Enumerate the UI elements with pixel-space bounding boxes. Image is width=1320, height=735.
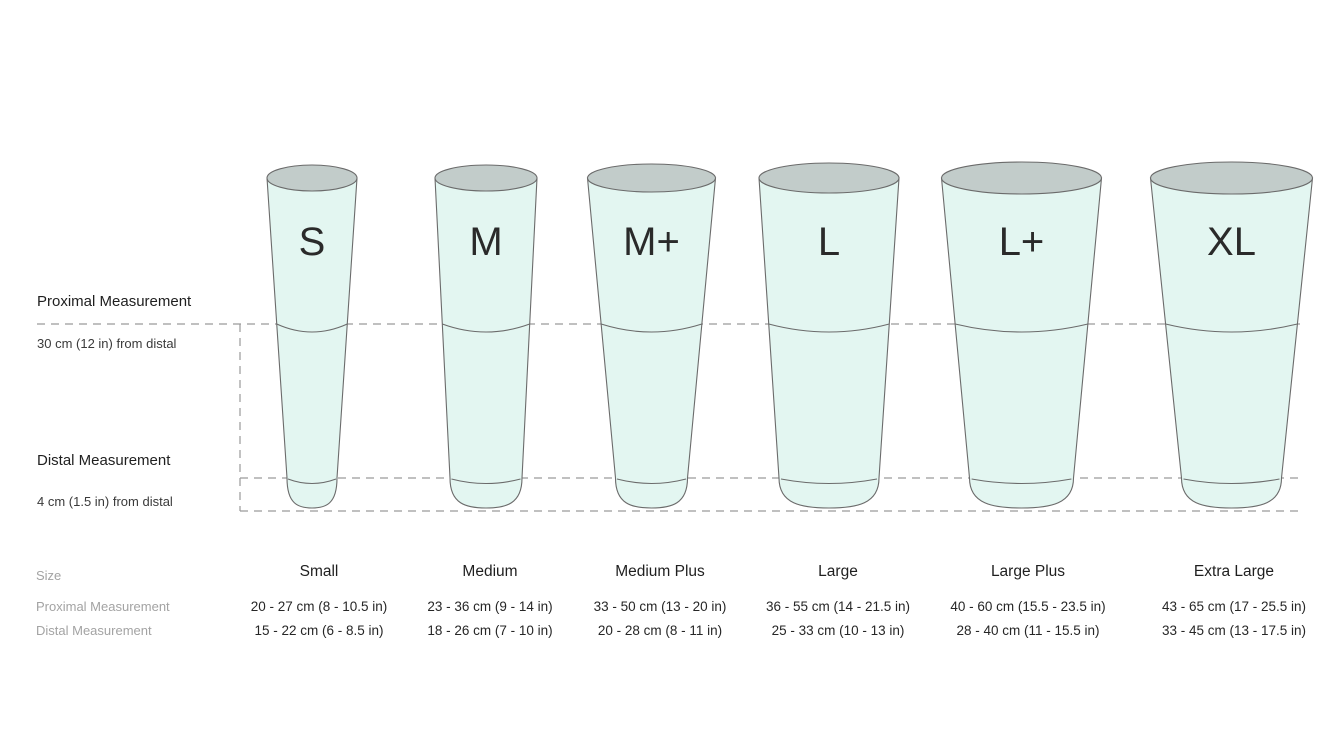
size-name-extra-large: Extra Large (1193, 563, 1275, 580)
size-name-small: Small (299, 563, 339, 580)
liner-body (940, 177, 1103, 509)
size-letter-large: L (818, 220, 840, 264)
distal-range-extra-large: 33 - 45 cm (13 - 17.5 in) (1161, 623, 1307, 638)
size-name-medium: Medium (462, 563, 518, 580)
size-letter-medium-plus: M+ (623, 220, 680, 264)
liner-rim (940, 161, 1103, 195)
proximal-range-medium-plus: 33 - 50 cm (13 - 20 in) (593, 599, 727, 614)
liner-body (758, 177, 900, 509)
liner-extra-large: XL (1149, 161, 1314, 509)
size-name-large: Large (818, 563, 858, 580)
distal-range-large: 25 - 33 cm (10 - 13 in) (771, 623, 905, 638)
row-header-size: Size (36, 568, 62, 583)
row-header-distal: Distal Measurement (36, 623, 152, 638)
proximal-range-large: 36 - 55 cm (14 - 21.5 in) (765, 599, 911, 614)
liner-body (434, 177, 538, 509)
proximal-band (442, 323, 530, 333)
size-letter-extra-large: XL (1207, 220, 1256, 264)
proximal-band (276, 323, 348, 333)
proximal-range-medium: 23 - 36 cm (9 - 14 in) (427, 599, 553, 614)
distal-band (780, 478, 878, 485)
liner-shapes: S M M+ L L+ XL (266, 161, 1314, 509)
liner-rim (434, 164, 538, 192)
distal-band (1183, 478, 1280, 485)
liner-large: L (758, 162, 900, 509)
size-name-medium-plus: Medium Plus (615, 563, 705, 580)
distal-measurement-subtitle: 4 cm (1.5 in) from distal (37, 494, 173, 509)
size-name-large-plus: Large Plus (990, 563, 1066, 580)
distal-range-medium-plus: 20 - 28 cm (8 - 11 in) (597, 623, 723, 638)
liner-body (1149, 177, 1314, 509)
distal-range-small: 15 - 22 cm (6 - 8.5 in) (254, 623, 384, 638)
proximal-range-extra-large: 43 - 65 cm (17 - 25.5 in) (1161, 599, 1307, 614)
liner-body (266, 177, 358, 509)
distal-band (971, 478, 1072, 485)
size-letter-large-plus: L+ (999, 220, 1045, 264)
liner-medium-plus: M+ (586, 163, 717, 509)
proximal-range-small: 20 - 27 cm (8 - 10.5 in) (250, 599, 388, 614)
liner-rim (1149, 161, 1314, 195)
proximal-range-large-plus: 40 - 60 cm (15.5 - 23.5 in) (950, 599, 1106, 614)
proximal-band (768, 323, 890, 333)
liner-rim (758, 162, 900, 194)
distal-band (616, 478, 687, 484)
distal-band (287, 478, 337, 485)
proximal-measurement-subtitle: 30 cm (12 in) from distal (37, 336, 177, 351)
liner-body (586, 177, 717, 509)
size-letter-medium: M (469, 220, 502, 264)
liner-large-plus: L+ (940, 161, 1103, 509)
liner-small: S (266, 164, 358, 509)
liner-medium: M (434, 164, 538, 509)
distal-measurement-title: Distal Measurement (37, 452, 171, 469)
proximal-band (600, 323, 703, 333)
liner-rim (266, 164, 358, 192)
liner-rim (586, 163, 717, 193)
distal-range-large-plus: 28 - 40 cm (11 - 15.5 in) (956, 623, 1100, 638)
proximal-band (1165, 323, 1298, 333)
proximal-band (954, 323, 1088, 333)
proximal-measurement-title: Proximal Measurement (37, 293, 192, 310)
row-header-proximal: Proximal Measurement (36, 599, 170, 614)
distal-band (451, 478, 521, 484)
distal-range-medium: 18 - 26 cm (7 - 10 in) (427, 623, 553, 638)
size-letter-small: S (299, 220, 326, 264)
